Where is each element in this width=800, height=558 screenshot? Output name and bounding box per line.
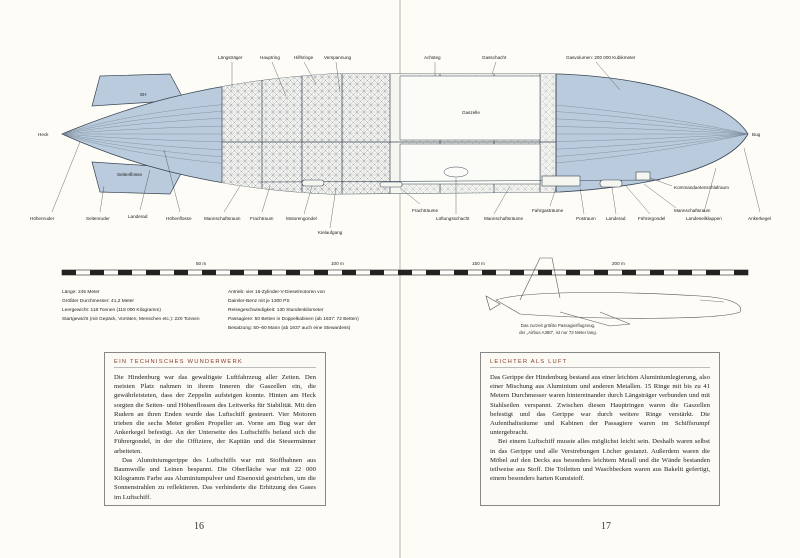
infobox-right: LEICHTER ALS LUFT Das Gerippe der Hinden… xyxy=(480,352,720,506)
label-hoehenruder: Höhenruder xyxy=(30,216,55,221)
label-motorengondel: Motorengondel xyxy=(286,216,317,221)
control-gondola xyxy=(599,179,623,188)
label-mannschaftsraum-2: Mannschaftsraum xyxy=(674,208,711,213)
label-hilfsringe: Hilfsringe xyxy=(294,55,314,60)
label-landeseilklappen: Landeseilklappen xyxy=(686,216,722,221)
spec-takeoff-weight: Startgewicht (mit Gepäck, Vorräten, Mens… xyxy=(62,317,200,322)
label-ankerkegel: Ankerkegel xyxy=(748,216,771,221)
infobox-right-paragraph-1: Das Gerippe der Hindenburg bestand aus e… xyxy=(490,374,710,437)
scale-mark-200: 200 m xyxy=(612,261,625,266)
label-fahrgastraeume: Fahrgasträume xyxy=(532,208,564,213)
scale-mark-100: 100 m xyxy=(331,261,344,266)
page-number-left: 16 xyxy=(194,521,204,532)
spec-engine: Antrieb: vier 16-Zylinder-V-Dieselmotore… xyxy=(228,290,326,295)
engine-gondola-1 xyxy=(301,179,325,187)
label-achsteg: Achsteg xyxy=(424,55,441,60)
spec-length: Länge: 245 Meter xyxy=(62,290,100,295)
bottom-leaders xyxy=(51,141,761,229)
scale-bar: 50 m 100 m 150 m 200 m xyxy=(61,261,749,276)
spec-empty-weight: Leergewicht: 118 Tonnen (118 000 Kilogra… xyxy=(62,308,161,313)
label-lueftungsschacht: Lüftungsschacht xyxy=(436,216,470,221)
airbus-outline xyxy=(485,257,741,327)
label-mannschaftsraum-1: Mannschaftsraum xyxy=(204,216,241,221)
hull-marking: ƧH xyxy=(140,92,146,97)
cutaway-frame xyxy=(221,74,557,194)
keel-structures xyxy=(259,171,661,188)
book-gutter xyxy=(399,0,401,558)
label-frachtraum: Frachtraum xyxy=(250,216,274,221)
label-kommandantenschlafraum: Kommandantenschlafraum xyxy=(674,185,729,190)
spec-passengers: Passagiere: 50 Betten in Doppelkabinen (… xyxy=(228,317,359,322)
label-verspannung: Verspannung xyxy=(324,55,352,60)
label-postraum: Postraum xyxy=(576,216,596,221)
label-bug: Bug xyxy=(752,132,761,137)
label-frachtraeume: Frachträume xyxy=(412,208,438,213)
infobox-left-heading: EIN TECHNISCHES WUNDERWERK xyxy=(114,359,243,365)
label-gaszelle: Gaszelle xyxy=(462,110,480,115)
label-laengstraeger: Längsträger xyxy=(218,55,243,60)
page-number-right: 17 xyxy=(601,521,611,532)
top-leaders xyxy=(231,61,621,97)
label-gasschacht: Gasschacht xyxy=(482,55,507,60)
specs-left: Länge: 245 Meter Größter Durchmesser: 41… xyxy=(62,288,200,324)
infobox-left-paragraph-1: Die Hindenburg war das gewaltigste Luftf… xyxy=(114,374,316,455)
spec-diameter: Größter Durchmesser: 41,2 Meter xyxy=(62,299,134,304)
spec-engine-2: Daimler-Benz mit je 1300 PS xyxy=(228,299,290,304)
label-landerad-bug: Landerad xyxy=(606,216,626,221)
infobox-right-paragraph-2: Bei einem Luftschiff musste alles möglic… xyxy=(490,438,710,483)
label-hoehenflosse: Höhenflosse xyxy=(166,216,192,221)
label-landerad-heck: Landerad xyxy=(128,214,148,219)
label-hauptring: Hauptring xyxy=(260,55,280,60)
infobox-left-paragraph-2: Das Aluminiumgerippe des Luftschiffs war… xyxy=(114,456,316,501)
infobox-right-heading: LEICHTER ALS LUFT xyxy=(490,359,568,365)
label-seitenruder: Seitenruder xyxy=(86,216,110,221)
label-mannschaftsraeume: Mannschaftsräume xyxy=(484,216,524,221)
specs-right: Antrieb: vier 16-Zylinder-V-Dieselmotore… xyxy=(228,288,359,333)
label-heck: Heck xyxy=(38,132,49,137)
airbus-caption: Das zurzeit größte Passagierflugzeug, de… xyxy=(519,323,597,335)
spec-crew: Besatzung: 50–60 Mann (ab 1937 auch eine… xyxy=(228,326,351,331)
spec-speed: Reisegeschwindigkeit: 130 Stundenkilomet… xyxy=(228,308,324,313)
label-seitenflosse: Seitenflosse xyxy=(117,172,142,177)
label-gasvolumen: Gasvolumen: 200 000 Kubikmeter xyxy=(566,55,636,60)
scale-mark-150: 150 m xyxy=(472,261,485,266)
label-kielaufgang: Kielaufgang xyxy=(318,230,343,235)
scale-mark-50: 50 m xyxy=(196,261,206,266)
label-fuehrergondel: Führergondel xyxy=(638,216,665,221)
infobox-left: EIN TECHNISCHES WUNDERWERK Die Hindenbur… xyxy=(104,352,326,506)
